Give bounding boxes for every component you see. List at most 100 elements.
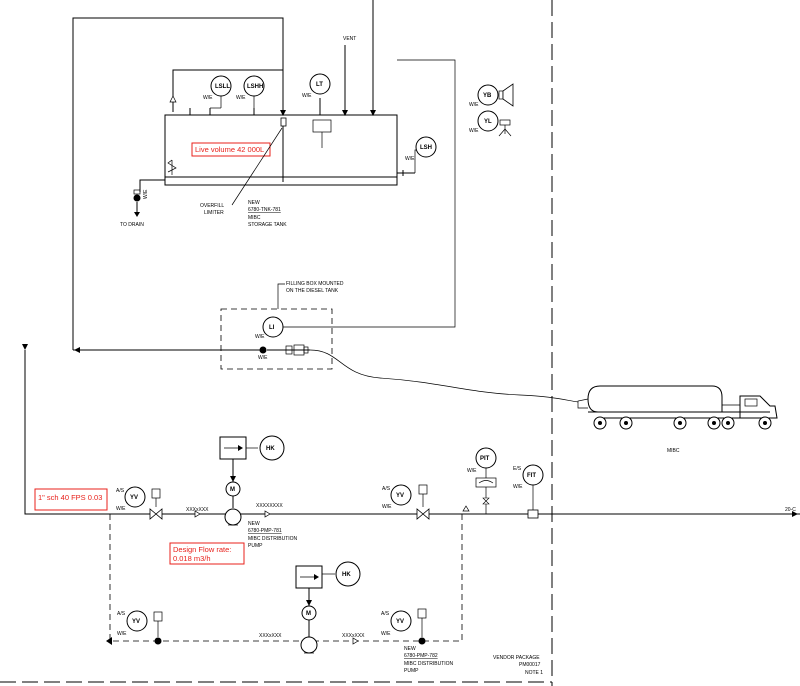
yb-we: W/E bbox=[469, 102, 479, 108]
tank-new: NEW bbox=[248, 200, 260, 206]
design-flow-box bbox=[169, 542, 245, 565]
yv2-label: YV bbox=[396, 493, 404, 499]
pump1-new: NEW bbox=[248, 521, 260, 527]
filling-label-2: ON THE DIESEL TANK bbox=[286, 288, 339, 294]
pump2-tag: 6780-PMP-782 bbox=[404, 653, 438, 659]
lsh-we: W/E bbox=[405, 156, 415, 162]
yv3-solenoid bbox=[153, 611, 163, 622]
yv2-we: W/E bbox=[382, 504, 392, 510]
tank-line1: MIBC bbox=[248, 215, 261, 221]
filling-box bbox=[220, 308, 333, 370]
filling-label-1: FILLING BOX MOUNTED bbox=[286, 281, 344, 287]
pipe-label-a: XXXXXXXX bbox=[256, 503, 283, 509]
lsh-bubble bbox=[415, 136, 437, 158]
lshh-we: W/E bbox=[236, 95, 246, 101]
drain-valve bbox=[133, 179, 165, 217]
yv4-we: W/E bbox=[381, 631, 391, 637]
yv4-label: YV bbox=[396, 619, 404, 625]
pipe-label-a1: XXXxXXX bbox=[186, 507, 209, 513]
fill-we: W/E bbox=[258, 355, 268, 361]
fill-hose bbox=[309, 349, 579, 403]
yv3-as: A/S bbox=[117, 611, 126, 617]
fit-es: E/S bbox=[513, 466, 522, 472]
pipe-label-c: XXXxXXX bbox=[259, 633, 282, 639]
pump1-line2: PUMP bbox=[248, 543, 263, 549]
pipe-label-d: XXXxXXX bbox=[342, 633, 365, 639]
yv1-we: W/E bbox=[116, 506, 126, 512]
li-label: LI bbox=[269, 325, 275, 331]
m2-label: M bbox=[306, 611, 311, 617]
overfill-label-1: OVERFILL bbox=[200, 203, 224, 209]
lt-bubble bbox=[309, 73, 331, 95]
yv3-we: W/E bbox=[117, 631, 127, 637]
yv1-solenoid bbox=[151, 488, 161, 499]
lsll-we: W/E bbox=[203, 95, 213, 101]
top-return-loop bbox=[72, 0, 376, 350]
vendor-line1: VENDOR PACKAGE bbox=[493, 655, 540, 661]
yv3-bubble bbox=[126, 610, 148, 632]
yv2-bubble bbox=[390, 484, 412, 506]
vendor-line2: PM00017 bbox=[519, 662, 541, 668]
m1-label: M bbox=[230, 487, 235, 493]
live-volume-box bbox=[191, 142, 271, 157]
pit-diaphragm bbox=[475, 477, 497, 488]
yv1-bubble bbox=[124, 486, 146, 508]
yv1-label: YV bbox=[130, 495, 138, 501]
yv3-label: YV bbox=[132, 619, 140, 625]
yv4-bubble bbox=[390, 610, 412, 632]
yv2-solenoid bbox=[418, 484, 428, 495]
standby-loop bbox=[109, 514, 463, 642]
design-flow-1: Design Flow rate: bbox=[173, 545, 231, 554]
horn-icon bbox=[498, 83, 514, 107]
lsh-label: LSH bbox=[420, 145, 432, 151]
yv4-as: A/S bbox=[381, 611, 390, 617]
lt-we: W/E bbox=[302, 93, 312, 99]
tank-tag: 6780-TNK-781 bbox=[248, 207, 281, 213]
off-page-label: 20-C bbox=[785, 507, 796, 513]
pump2-new: NEW bbox=[404, 646, 416, 652]
vent-label: VENT bbox=[343, 36, 356, 42]
yb-label: YB bbox=[483, 93, 492, 99]
live-volume-text: Live volume 42 000L bbox=[195, 145, 264, 154]
pump1-line1: MIBC DISTRIBUTION bbox=[248, 536, 298, 542]
truck-label: MIBC bbox=[667, 448, 680, 454]
pit-label: PIT bbox=[480, 456, 490, 462]
hk1-label: HK bbox=[266, 446, 275, 452]
li-we: W/E bbox=[255, 334, 265, 340]
hk2-label: HK bbox=[342, 572, 351, 578]
pipe-spec-text: 1" sch 40 FPS 0.03 bbox=[38, 493, 102, 502]
filling-connection bbox=[73, 344, 310, 356]
pipe-spec-box bbox=[34, 488, 108, 511]
tanker-truck-icon bbox=[577, 385, 778, 430]
yb-bubble bbox=[477, 84, 499, 106]
yl-we: W/E bbox=[469, 128, 479, 134]
yv2-as: A/S bbox=[382, 486, 391, 492]
pump2-line2: PUMP bbox=[404, 668, 419, 674]
beacon-icon bbox=[498, 119, 512, 137]
yl-bubble bbox=[477, 110, 499, 132]
pump2-line1: MIBC DISTRIBUTION bbox=[404, 661, 454, 667]
lshh-label: LSHH bbox=[247, 84, 263, 90]
check-valve-1 bbox=[194, 510, 201, 518]
design-flow-2: 0.018 m3/h bbox=[173, 554, 211, 563]
tank-line2: STORAGE TANK bbox=[248, 222, 287, 228]
to-drain-label: TO DRAIN bbox=[120, 222, 144, 228]
fit-we: W/E bbox=[513, 484, 523, 490]
overfill-label-2: LIMITER bbox=[204, 210, 224, 216]
pump-781 bbox=[219, 435, 285, 526]
lt-label: LT bbox=[316, 82, 323, 88]
lsll-label: LSLL bbox=[215, 84, 230, 90]
yv1-as: A/S bbox=[116, 488, 125, 494]
pump1-tag: 6780-PMP-781 bbox=[248, 528, 282, 534]
vendor-line3: NOTE 1 bbox=[525, 670, 543, 676]
pit-we: W/E bbox=[467, 468, 477, 474]
pump-782 bbox=[295, 561, 361, 654]
drain-we: W/E bbox=[143, 189, 149, 199]
storage-tank bbox=[164, 98, 415, 186]
yv4-solenoid bbox=[417, 608, 427, 619]
main-distribution-line bbox=[22, 344, 800, 517]
yl-label: YL bbox=[484, 119, 492, 125]
flow-meter bbox=[527, 509, 539, 519]
fit-label: FIT bbox=[527, 473, 536, 479]
